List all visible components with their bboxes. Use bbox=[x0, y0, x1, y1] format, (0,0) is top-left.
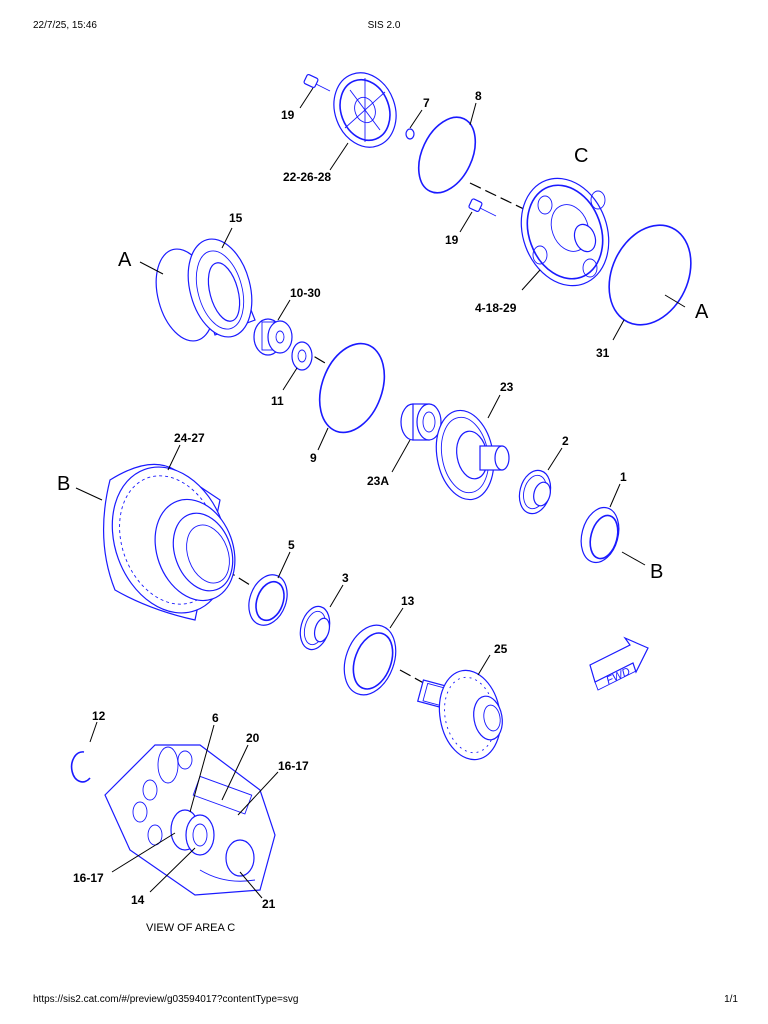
part-bearing-cup-1 bbox=[580, 506, 620, 564]
part-seal-ring-9 bbox=[318, 342, 386, 434]
part-wheel-hub bbox=[102, 463, 236, 621]
callout-20: 20 bbox=[246, 731, 260, 745]
part-bearing-cone-3 bbox=[299, 605, 331, 651]
callout-16-17-upper: 16-17 bbox=[278, 759, 309, 773]
part-pin-7 bbox=[405, 128, 415, 140]
print-title: SIS 2.0 bbox=[367, 20, 401, 31]
area-marker-a-left: A bbox=[118, 249, 132, 271]
area-marker-c: C bbox=[574, 145, 588, 167]
callout-19-carrier-bolt: 19 bbox=[445, 233, 459, 247]
part-gear-hub-23 bbox=[435, 409, 510, 501]
callout-8: 8 bbox=[475, 89, 482, 103]
area-marker-a-right: A bbox=[695, 301, 709, 323]
callout-16-17-lower: 16-17 bbox=[73, 871, 104, 885]
callout-22-26-28: 22-26-28 bbox=[283, 170, 331, 184]
part-snap-ring-12 bbox=[70, 751, 91, 783]
part-seal-5 bbox=[248, 574, 288, 626]
area-marker-b-right: B bbox=[650, 561, 663, 583]
part-cover-plate bbox=[333, 72, 397, 148]
callout-23A: 23A bbox=[367, 474, 389, 488]
callout-2: 2 bbox=[562, 434, 569, 448]
callout-23: 23 bbox=[500, 380, 514, 394]
callout-11: 11 bbox=[271, 394, 284, 408]
view-caption: VIEW OF AREA C bbox=[146, 922, 235, 934]
callout-9: 9 bbox=[310, 451, 317, 465]
part-bolt-19-carrier bbox=[468, 198, 497, 217]
detail-view-area-c bbox=[104, 744, 276, 896]
fwd-arrow-icon: FWD bbox=[589, 636, 649, 691]
area-marker-b-left: B bbox=[57, 473, 70, 495]
part-ring-gear bbox=[155, 238, 256, 342]
callout-1: 1 bbox=[620, 470, 627, 484]
leader-lines bbox=[75, 87, 686, 899]
callout-25: 25 bbox=[494, 642, 508, 656]
part-axle-shaft bbox=[416, 669, 503, 761]
part-seal-ring-31 bbox=[608, 224, 692, 326]
callout-7: 7 bbox=[423, 96, 430, 110]
callout-24-27: 24-27 bbox=[174, 431, 205, 445]
part-planet-gear bbox=[253, 318, 293, 356]
callout-3: 3 bbox=[342, 571, 349, 585]
print-url: https://sis2.cat.com/#/preview/g03594017… bbox=[33, 994, 299, 1005]
callout-13: 13 bbox=[401, 594, 415, 608]
callout-10-30: 10-30 bbox=[290, 286, 321, 300]
part-thrust-washer-11 bbox=[291, 341, 313, 371]
axis-line-top bbox=[469, 182, 531, 213]
callout-15: 15 bbox=[229, 211, 243, 225]
callout-19-cover-bolt: 19 bbox=[281, 108, 295, 122]
callout-14: 14 bbox=[131, 893, 145, 907]
callout-6: 6 bbox=[212, 711, 219, 725]
part-planet-carrier bbox=[520, 177, 610, 287]
part-bolt-19-top bbox=[303, 73, 331, 92]
callout-4-18-29: 4-18-29 bbox=[475, 301, 517, 315]
callout-12: 12 bbox=[92, 709, 106, 723]
part-seal-13 bbox=[343, 624, 397, 696]
part-bearing-cone-2 bbox=[518, 469, 552, 515]
callout-5: 5 bbox=[288, 538, 295, 552]
callout-21: 21 bbox=[262, 897, 276, 911]
part-seal-ring-8 bbox=[417, 116, 477, 194]
callout-31: 31 bbox=[596, 346, 610, 360]
page-number: 1/1 bbox=[724, 994, 738, 1005]
print-date: 22/7/25, 15:46 bbox=[33, 20, 97, 31]
part-bushing-23A bbox=[400, 403, 442, 441]
